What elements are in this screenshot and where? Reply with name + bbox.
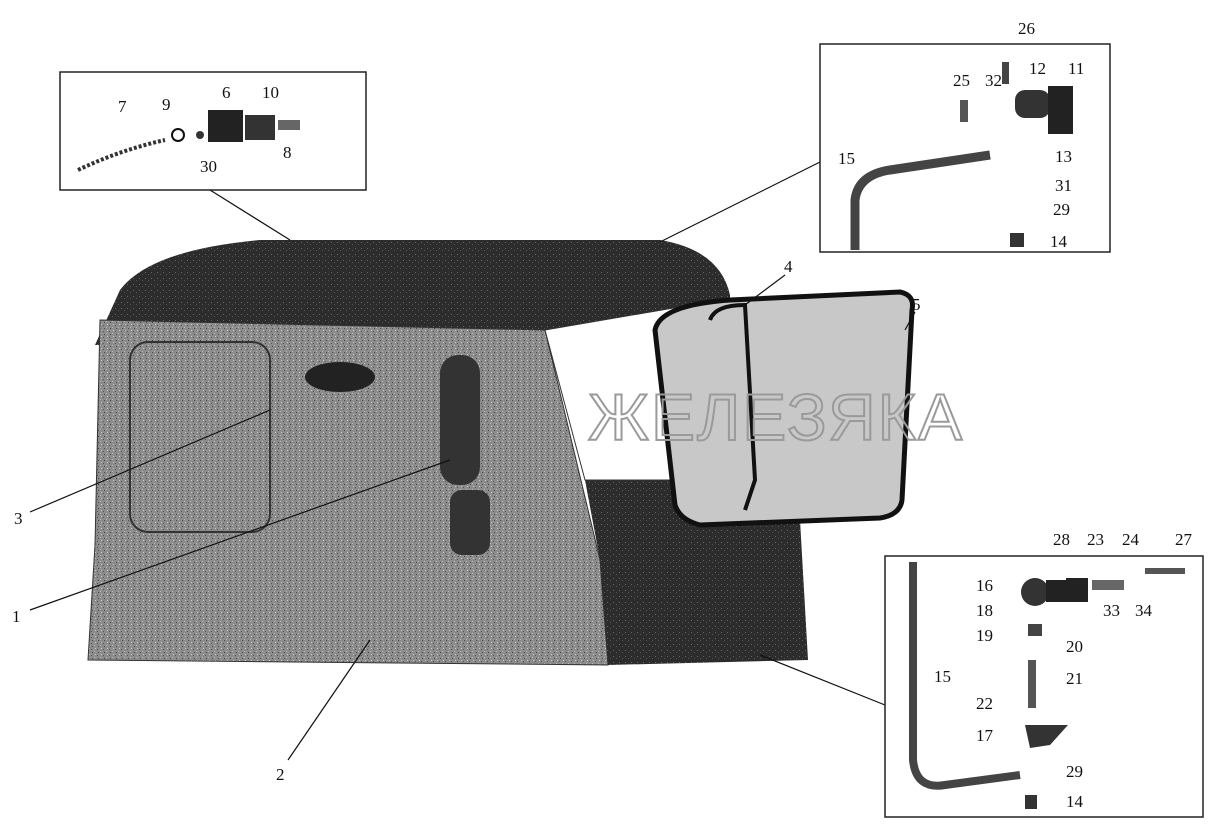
upper-hinge-parts [850,62,1073,250]
callout-32: 32 [985,71,1002,90]
callout-29b: 29 [1066,762,1083,781]
callout-26: 26 [1018,19,1035,38]
callout-18: 18 [976,601,993,620]
inset-box-upper-hinge [819,43,1111,253]
callout-4: 4 [784,257,793,276]
callout-6: 6 [222,83,231,102]
callout-29: 29 [1053,200,1070,219]
callout-12: 12 [1029,59,1046,78]
callout-33: 33 [1103,601,1120,620]
callout-2: 2 [276,765,285,784]
callout-22: 22 [976,694,993,713]
callout-30: 30 [200,157,217,176]
callout-31: 31 [1055,176,1072,195]
leader-lines [29,161,916,761]
callout-19: 19 [976,626,993,645]
watermark: ЖЕЛЕЗЯКА [588,380,964,454]
callout-25: 25 [953,71,970,90]
callout-20: 20 [1066,637,1083,656]
callout-9: 9 [162,95,171,114]
callout-5: 5 [912,295,921,314]
callout-14b: 14 [1066,792,1084,811]
callout-13: 13 [1055,147,1072,166]
callout-3: 3 [14,509,23,528]
callout-10: 10 [262,83,279,102]
callout-16: 16 [976,576,993,595]
callout-labels: 3 1 2 4 5 7 9 6 10 30 8 26 25 32 12 11 1… [12,19,1193,811]
cab-roof [95,240,730,345]
door-lock-parts [77,110,300,172]
callout-7: 7 [118,97,127,116]
callout-8: 8 [283,143,292,162]
callout-11: 11 [1068,59,1084,78]
side-window [652,289,915,528]
callout-15b: 15 [934,667,951,686]
callout-1: 1 [12,607,21,626]
callout-24: 24 [1122,530,1140,549]
mirror-lower [450,490,490,555]
lower-hinge-parts [909,562,1185,809]
callout-27: 27 [1175,530,1193,549]
rear-window [129,341,271,533]
interior-lamp [305,362,375,392]
mirror-upper [440,355,480,485]
callout-14: 14 [1050,232,1068,251]
callout-21: 21 [1066,669,1083,688]
callout-15: 15 [838,149,855,168]
callout-28: 28 [1053,530,1070,549]
callout-23: 23 [1087,530,1104,549]
callout-17: 17 [976,726,994,745]
callout-34: 34 [1135,601,1153,620]
